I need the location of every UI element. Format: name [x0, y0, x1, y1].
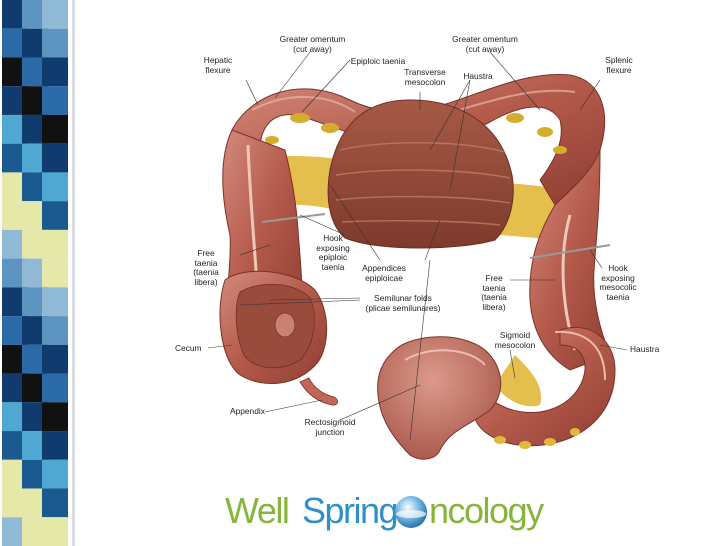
label-free-taenia-right: Free taenia (taenia libera): [481, 273, 507, 312]
logo-text-spring: Spring: [302, 490, 399, 531]
stripe-block: [42, 229, 68, 259]
stripe-block: [42, 143, 68, 173]
hook-instruments: [261, 213, 611, 259]
stripe-block: [42, 28, 68, 58]
stripe-block: [42, 373, 68, 403]
stripe-block: [42, 86, 68, 115]
wellspring-oncology-logo: Well Spring ncology: [225, 488, 565, 534]
stripe-block: [42, 402, 68, 432]
label-greater-omentum-right: Greater omentum (cut away): [452, 34, 518, 54]
decorative-stripe-border: [2, 0, 75, 546]
label-hook-left: Hook exposing epiploic taenia: [316, 233, 350, 272]
label-appendix: Appendix: [230, 406, 265, 416]
label-transverse-mesocolon: Transverse mesocolon: [404, 67, 446, 87]
logo-text-ncology: ncology: [429, 490, 544, 531]
stripe-block: [42, 57, 68, 87]
transverse-mesocolon-section: [327, 99, 514, 249]
stripe-block: [42, 459, 68, 489]
stripe-block: [42, 287, 68, 317]
stripe-divider: [72, 0, 75, 546]
label-appendices-epiploicae: Appendices epiploicae: [362, 263, 406, 283]
logo-globe-icon: [395, 496, 427, 528]
stripe-block: [42, 344, 68, 374]
stripe-block: [42, 431, 68, 460]
stripe-block: [42, 316, 68, 345]
rectum: [377, 336, 502, 460]
label-sigmoid-mesocolon: Sigmoid mesocolon: [494, 330, 536, 350]
label-haustra-right: Haustra: [630, 344, 660, 354]
label-haustra-top: Haustra: [463, 71, 493, 81]
descending-colon: [529, 149, 611, 371]
stripe-block: [42, 114, 68, 144]
stripe-block: [42, 0, 68, 29]
label-cecum: Cecum: [175, 343, 202, 353]
label-hook-right: Hook exposing mesocolic taenia: [599, 263, 637, 302]
stripe-block: [42, 172, 68, 202]
logo-text-well: Well: [225, 490, 290, 531]
appendix: [299, 377, 338, 406]
label-hepatic-flexure: Hepatic flexure: [203, 55, 233, 75]
label-free-taenia-left: Free taenia (taenia libera): [193, 248, 219, 287]
label-epiploic-taenia: Epiploic taenia: [350, 56, 406, 66]
sigmoid-colon: [472, 326, 616, 449]
label-rectosigmoid-junction: Rectosigmoid junction: [304, 417, 356, 437]
stripe-block: [42, 258, 68, 288]
label-semilunar-folds: Semilunar folds (plicae semilunares): [365, 293, 441, 313]
label-greater-omentum-left: Greater omentum (cut away): [279, 34, 346, 54]
stripe-block: [42, 201, 68, 230]
stripe-block: [42, 517, 68, 546]
stripe-block: [42, 488, 68, 518]
cecum: [219, 270, 328, 385]
label-splenic-flexure: Splenic flexure: [605, 55, 633, 75]
label-leader-lines: [207, 51, 628, 441]
